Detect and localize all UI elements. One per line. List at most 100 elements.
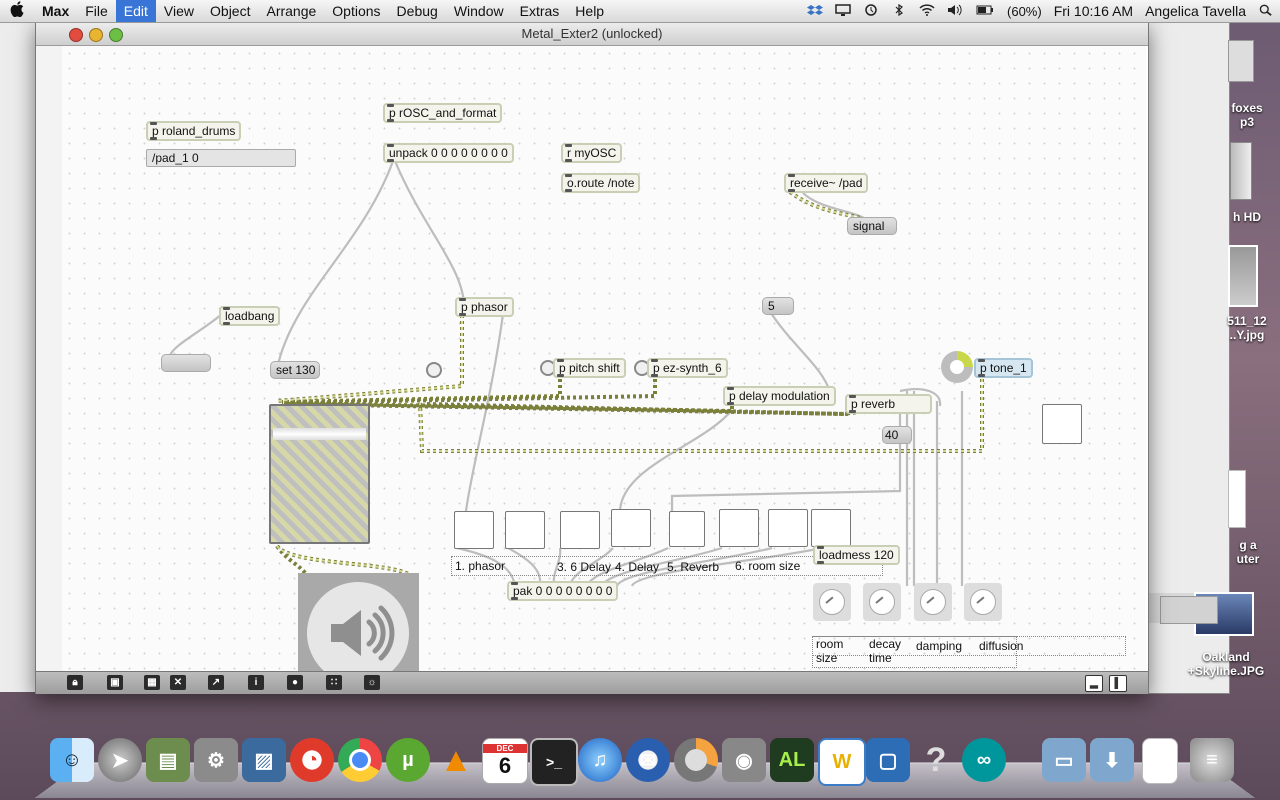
- zoom-button[interactable]: [109, 28, 123, 42]
- document-stack-icon[interactable]: [1142, 738, 1178, 784]
- menu-debug[interactable]: Debug: [396, 3, 438, 19]
- utorrent-icon[interactable]: µ: [386, 738, 430, 782]
- dial-room-size[interactable]: [813, 583, 851, 621]
- object-reverb[interactable]: p reverb: [845, 394, 932, 414]
- photo-icon[interactable]: ▤: [146, 738, 190, 782]
- menu-object[interactable]: Object: [210, 3, 251, 19]
- menu-options[interactable]: Options: [332, 3, 381, 19]
- user-name[interactable]: Angelica Tavella: [1145, 3, 1246, 19]
- finder-icon[interactable]: ☺: [50, 738, 94, 782]
- patcher-canvas[interactable]: p roland_drums /pad_1 0 p rOSC_and_forma…: [62, 46, 1146, 671]
- split-horizontal-icon[interactable]: ▂: [1085, 675, 1103, 692]
- clipboard-icon[interactable]: ↗: [208, 675, 224, 690]
- menu-file[interactable]: File: [85, 3, 108, 19]
- object-unpack[interactable]: unpack 0 0 0 0 0 0 0 0: [383, 143, 514, 163]
- object-receive-pad[interactable]: receive~ /pad: [784, 173, 869, 193]
- apple-menu-icon[interactable]: [0, 1, 34, 21]
- launchpad-icon[interactable]: ➤: [98, 738, 142, 782]
- object-r-myosc[interactable]: r myOSC: [561, 143, 623, 163]
- window-titlebar[interactable]: Metal_Exter2 (unlocked): [36, 23, 1148, 46]
- message-empty[interactable]: [161, 354, 211, 372]
- grid-icon[interactable]: ∷: [326, 675, 342, 690]
- dropbox-icon[interactable]: [801, 3, 829, 19]
- message-five[interactable]: 5: [762, 297, 794, 315]
- applications-folder-icon[interactable]: ▭: [1042, 738, 1086, 782]
- gain-dial-icon[interactable]: [941, 351, 973, 383]
- object-pak[interactable]: pak 0 0 0 0 0 0 0 0: [507, 581, 619, 601]
- system-preferences-icon[interactable]: ⚙: [194, 738, 238, 782]
- object-tone[interactable]: p tone_1: [974, 358, 1033, 378]
- audio-icon[interactable]: ☼: [364, 675, 380, 690]
- message-pad[interactable]: /pad_1 0: [146, 149, 296, 167]
- toggle-2[interactable]: [505, 511, 545, 549]
- image-thumbnail[interactable]: [1228, 245, 1258, 307]
- thunderbird-icon[interactable]: ✉: [626, 738, 670, 782]
- ableton-icon[interactable]: AL: [770, 738, 814, 782]
- downloads-folder-icon[interactable]: ⬇: [1090, 738, 1134, 782]
- object-palette-icon[interactable]: ▦: [144, 675, 160, 690]
- close-button[interactable]: [69, 28, 83, 42]
- object-rosc-and-format[interactable]: p rOSC_and_format: [383, 103, 503, 123]
- time-icon[interactable]: ◔: [290, 738, 334, 782]
- lock-icon[interactable]: 🔒︎: [67, 675, 83, 690]
- chrome-icon[interactable]: [338, 738, 382, 782]
- bang-button[interactable]: [426, 362, 442, 378]
- split-vertical-icon[interactable]: ▌: [1109, 675, 1127, 692]
- display-icon[interactable]: [829, 3, 857, 19]
- dial-damping[interactable]: [914, 583, 952, 621]
- menu-edit[interactable]: Edit: [115, 0, 156, 22]
- toggle-1[interactable]: [454, 511, 494, 549]
- hard-drive-icon[interactable]: [1230, 142, 1252, 200]
- arduino-icon[interactable]: ∞: [962, 738, 1006, 782]
- desktop-item-label[interactable]: h HD: [1233, 210, 1261, 224]
- desktop-item-label[interactable]: foxes p3: [1231, 101, 1263, 129]
- menu-window[interactable]: Window: [453, 3, 504, 19]
- desktop-item-label[interactable]: 511_12 ..Y.jpg: [1227, 314, 1267, 342]
- patcher-window[interactable]: Metal_Exter2 (unlocked): [35, 22, 1149, 694]
- inspector-icon[interactable]: i: [248, 675, 264, 690]
- document-icon[interactable]: [1228, 470, 1246, 528]
- object-loadbang[interactable]: loadbang: [219, 306, 281, 326]
- clock[interactable]: Fri 10:16 AM: [1053, 3, 1134, 19]
- help-icon[interactable]: ?: [925, 740, 947, 779]
- disk-utility-icon[interactable]: ◉: [722, 738, 766, 782]
- background-window[interactable]: [1146, 22, 1230, 694]
- toggle-6[interactable]: [719, 509, 759, 547]
- object-ez-synth[interactable]: p ez-synth_6: [647, 358, 728, 378]
- wunderlist-icon[interactable]: W: [818, 738, 866, 786]
- object-signal[interactable]: signal: [847, 217, 897, 235]
- toggle-3[interactable]: [560, 511, 600, 549]
- max-app-icon[interactable]: [674, 738, 718, 782]
- message-set-130[interactable]: set 130: [270, 361, 320, 379]
- desktop-item-label[interactable]: g a uter: [1236, 538, 1260, 566]
- calendar-icon[interactable]: DEC 6: [482, 738, 528, 784]
- object-roland-drums[interactable]: p roland_drums: [146, 121, 242, 141]
- menu-extras[interactable]: Extras: [519, 3, 560, 19]
- desktop-item-label[interactable]: Oakland +Skyline.JPG: [1187, 650, 1265, 678]
- trash-icon[interactable]: ≡: [1190, 738, 1234, 782]
- object-o-route[interactable]: o.route /note: [561, 173, 641, 193]
- toggle-8[interactable]: [811, 509, 851, 547]
- bluetooth-icon[interactable]: [885, 3, 913, 19]
- itunes-icon[interactable]: ♫: [578, 738, 622, 782]
- battery-icon[interactable]: [969, 3, 1001, 19]
- menu-help[interactable]: Help: [575, 3, 605, 19]
- menu-max[interactable]: Max: [42, 3, 70, 19]
- menu-view[interactable]: View: [163, 3, 195, 19]
- object-delay-modulation[interactable]: p delay modulation: [723, 386, 836, 406]
- vlc-icon[interactable]: ▲: [439, 740, 473, 779]
- number-box-40[interactable]: 40: [882, 426, 912, 444]
- object-phasor[interactable]: p phasor: [455, 297, 514, 317]
- close-icon[interactable]: ✕: [170, 675, 186, 690]
- spotlight-icon[interactable]: [1252, 3, 1280, 19]
- object-loadmess[interactable]: loadmess 120: [813, 545, 900, 565]
- wifi-icon[interactable]: [913, 3, 941, 19]
- time-machine-icon[interactable]: [857, 3, 885, 19]
- virtualbox-icon[interactable]: ▢: [866, 738, 910, 782]
- menu-arrange[interactable]: Arrange: [266, 3, 317, 19]
- signal-meter[interactable]: [269, 404, 370, 544]
- dac-speaker[interactable]: [298, 573, 419, 671]
- toggle-4[interactable]: [611, 509, 651, 547]
- connect-icon[interactable]: ●: [287, 675, 303, 690]
- dial-decay-time[interactable]: [863, 583, 901, 621]
